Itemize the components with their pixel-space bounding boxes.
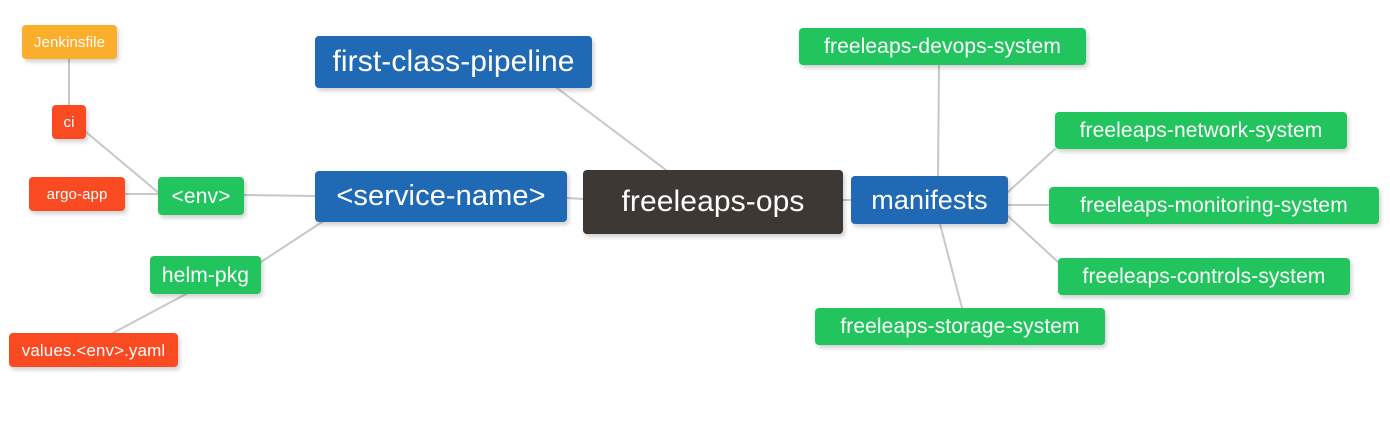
node-label: freeleaps-network-system: [1079, 119, 1323, 142]
node-label: manifests: [871, 184, 988, 215]
edge-service-name-to-helm-pkg: [260, 221, 323, 263]
node-label: freeleaps-monitoring-system: [1080, 194, 1348, 217]
edge-service-name-to-freeleaps-ops: [566, 197, 584, 200]
node-label: <service-name>: [336, 180, 546, 212]
edge-manifests-to-freeleaps-storage-system: [939, 223, 963, 309]
edge-first-class-pipeline-to-freeleaps-ops: [556, 87, 667, 171]
node-jenkinsfile[interactable]: Jenkinsfile: [22, 25, 117, 59]
node-freeleaps-controls-system[interactable]: freeleaps-controls-system: [1058, 258, 1350, 295]
edge-env-to-service-name: [243, 194, 316, 197]
node-argo-app[interactable]: argo-app: [29, 177, 125, 211]
node-freeleaps-ops[interactable]: freeleaps-ops: [583, 170, 843, 234]
node-values-yaml[interactable]: values.<env>.yaml: [9, 333, 178, 367]
node-label: ci: [63, 113, 75, 131]
node-label: freeleaps-storage-system: [840, 315, 1080, 338]
node-freeleaps-storage-system[interactable]: freeleaps-storage-system: [815, 308, 1105, 345]
node-label: Jenkinsfile: [33, 33, 106, 51]
node-manifests[interactable]: manifests: [851, 176, 1008, 224]
node-label: helm-pkg: [161, 263, 250, 287]
node-freeleaps-monitoring-system[interactable]: freeleaps-monitoring-system: [1049, 187, 1379, 224]
node-freeleaps-network-system[interactable]: freeleaps-network-system: [1055, 112, 1347, 149]
node-label: first-class-pipeline: [332, 45, 575, 78]
node-label: freeleaps-ops: [621, 185, 805, 218]
node-freeleaps-devops-system[interactable]: freeleaps-devops-system: [799, 28, 1086, 65]
node-label: freeleaps-controls-system: [1082, 265, 1326, 288]
node-env[interactable]: <env>: [158, 177, 244, 215]
node-first-class-pipeline[interactable]: first-class-pipeline: [315, 36, 592, 88]
edge-manifests-to-freeleaps-devops-system: [937, 64, 940, 177]
node-ci[interactable]: ci: [52, 105, 86, 139]
node-label: values.<env>.yaml: [21, 340, 166, 360]
node-label: <env>: [171, 184, 231, 208]
node-label: freeleaps-devops-system: [824, 35, 1061, 58]
node-service-name[interactable]: <service-name>: [315, 171, 567, 222]
node-label: argo-app: [46, 185, 108, 203]
edge-manifests-to-freeleaps-network-system: [1007, 148, 1056, 193]
edge-helm-pkg-to-values-yaml: [112, 293, 187, 334]
node-helm-pkg[interactable]: helm-pkg: [150, 256, 261, 294]
